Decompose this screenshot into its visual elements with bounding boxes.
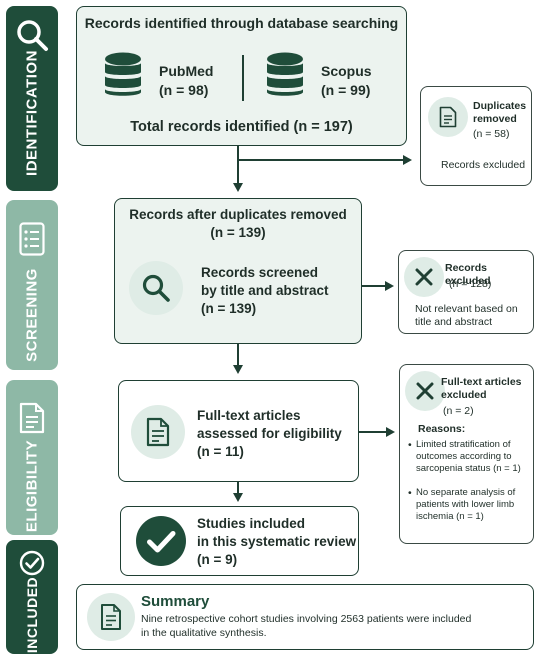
document-icon: [428, 97, 468, 137]
check-circle-icon: [6, 550, 58, 590]
stage-band-eligibility: ELIGIBILITY: [6, 380, 58, 535]
stage-band-included: INCLUDED: [6, 540, 58, 654]
duplicates-note: Records excluded: [441, 159, 526, 171]
identification-box: Records identified through database sear…: [76, 6, 407, 146]
summary-line2: in the qualitative synthesis.: [141, 627, 267, 639]
fulltext-excluded-title-line2: excluded: [441, 389, 487, 401]
screening-box: Records after duplicates removed (n = 13…: [114, 198, 362, 344]
search-icon: [6, 18, 58, 58]
summary-box: Summary Nine retrospective cohort studie…: [76, 584, 534, 650]
search-icon: [129, 261, 183, 315]
reason2-line1: No separate analysis of: [416, 487, 516, 498]
duplicates-title-line1: Duplicates: [473, 100, 527, 112]
document-icon: [87, 593, 135, 641]
database-icon-scopus: [265, 51, 305, 99]
records-excluded-title: Records excluded: [445, 262, 491, 287]
x-icon: [405, 371, 445, 411]
records-excluded-box: Records excluded (n = 128) Not relevant …: [398, 250, 534, 334]
pubmed-name: PubMed: [159, 63, 214, 79]
reason1-line1: Limited stratification of: [416, 439, 511, 450]
eligibility-line1: Full-text articles: [197, 408, 301, 423]
stage-label-included: INCLUDED: [24, 576, 40, 654]
duplicates-title-line2: removed: [473, 113, 517, 125]
summary-title: Summary: [141, 593, 210, 610]
included-line2: in this systematic review: [197, 534, 357, 549]
included-count: (n = 9): [197, 552, 238, 567]
document-icon: [6, 402, 58, 442]
screened-count: (n = 139): [201, 301, 257, 316]
reason-bullet: •: [408, 439, 412, 451]
screening-title: Records after duplicates removed: [129, 207, 347, 222]
checklist-icon: [6, 222, 58, 262]
total-records: Total records identified (n = 197): [130, 119, 353, 135]
stage-label-eligibility: ELIGIBILITY: [23, 439, 41, 532]
stage-label-screening: SCREENING: [23, 268, 41, 362]
scopus-count: (n = 99): [321, 82, 371, 98]
divider: [242, 55, 244, 101]
stage-label-identification: IDENTIFICATION: [23, 49, 41, 176]
records-excluded-reason-line2: title and abstract: [415, 316, 493, 328]
reason-bullet: •: [408, 487, 412, 499]
records-excluded-count: (n = 128): [449, 278, 492, 290]
included-line1: Studies included: [197, 516, 306, 531]
screened-line2: by title and abstract: [201, 283, 329, 298]
reason1-line3: sarcopenia status (n = 1): [416, 463, 521, 474]
reason2-line3: ischemia (n = 1): [416, 511, 484, 522]
reasons-label: Reasons:: [418, 423, 466, 435]
summary-line1: Nine retrospective cohort studies involv…: [141, 613, 472, 625]
identification-title: Records identified through database sear…: [84, 15, 399, 31]
reason2-line2: patients with lower limb: [416, 499, 515, 510]
check-circle-icon: [135, 515, 187, 567]
records-excluded-reason-line1: Not relevant based on: [415, 303, 518, 315]
screening-title-count: (n = 139): [210, 225, 266, 240]
eligibility-count: (n = 11): [197, 444, 244, 459]
eligibility-line2: assessed for eligibility: [197, 426, 342, 441]
fulltext-excluded-count: (n = 2): [443, 405, 474, 417]
duplicates-box: Duplicates removed (n = 58) Records excl…: [420, 86, 532, 186]
database-icon-pubmed: [103, 51, 143, 99]
screened-line1: Records screened: [201, 265, 319, 280]
stage-band-screening: SCREENING: [6, 200, 58, 370]
fulltext-excluded-box: Full-text articles excluded (n = 2) Reas…: [399, 364, 534, 544]
pubmed-count: (n = 98): [159, 82, 209, 98]
stage-band-identification: IDENTIFICATION: [6, 6, 58, 191]
duplicates-count: (n = 58): [473, 128, 510, 140]
fulltext-excluded-title-line1: Full-text articles: [441, 376, 522, 388]
reason1-line2: outcomes according to: [416, 451, 512, 462]
scopus-name: Scopus: [321, 63, 372, 79]
document-icon: [131, 405, 185, 459]
included-box: Studies included in this systematic revi…: [120, 506, 359, 576]
eligibility-box: Full-text articles assessed for eligibil…: [118, 380, 359, 482]
x-icon: [404, 257, 444, 297]
